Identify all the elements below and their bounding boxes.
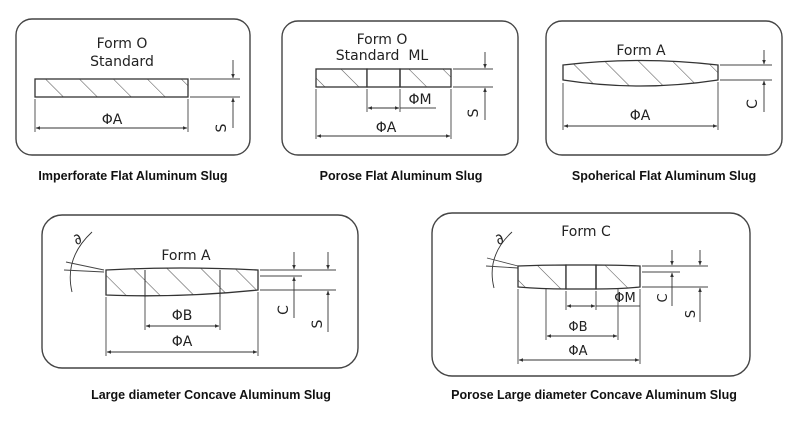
- panel-porose-large-diameter-concave: Form C ∂ ΦM ΦB ΦA C S: [431, 212, 751, 377]
- diameter-a-label: ΦA: [568, 344, 587, 359]
- panel-imperforate-flat: Form O Standard ΦA S: [15, 18, 251, 156]
- angle-leader: [485, 265, 519, 269]
- angle-arc: [69, 231, 93, 293]
- slug-section-right: [399, 68, 452, 88]
- form-title: Form A: [616, 43, 666, 59]
- panel-frame: [545, 20, 783, 156]
- form-title-line-1: Form O: [97, 36, 148, 52]
- camber-label: C: [656, 293, 671, 302]
- caption-imperforate-flat: Imperforate Flat Aluminum Slug: [38, 169, 228, 183]
- diameter-a-label: ΦA: [376, 120, 397, 136]
- camber-label: C: [276, 305, 292, 315]
- thickness-label: S: [310, 319, 326, 328]
- panel-porose-flat: Form O Standard ML ΦM ΦA S: [281, 20, 519, 156]
- center-hole: [565, 264, 597, 290]
- diameter-a-label: ΦA: [102, 112, 123, 128]
- panel-spherical-flat: Form A ΦA C: [545, 20, 783, 156]
- panel-frame: [431, 212, 751, 377]
- slug-cross-section: [105, 267, 259, 297]
- form-title-line-2: Standard ML: [336, 48, 429, 64]
- form-title-line-1: Form O: [357, 32, 408, 48]
- angle-leader: [63, 269, 105, 273]
- slug-section-right: [595, 264, 641, 290]
- form-title: Form A: [161, 248, 211, 264]
- panel-frame: [281, 20, 519, 156]
- diameter-a-label: ΦA: [630, 108, 651, 124]
- thickness-label: S: [214, 123, 230, 132]
- slug-cross-section: [34, 78, 189, 98]
- slug-section-left: [315, 68, 368, 88]
- angle-arc: [491, 231, 513, 289]
- diameter-m-label: ΦM: [614, 291, 635, 306]
- angle-leader: [65, 261, 105, 271]
- angle-label: ∂: [70, 229, 86, 249]
- caption-porose-large-diameter-concave: Porose Large diameter Concave Aluminum S…: [451, 388, 737, 402]
- form-title: Form C: [561, 224, 611, 240]
- caption-spherical-flat: Spoherical Flat Aluminum Slug: [571, 169, 757, 183]
- diameter-a-label: ΦA: [172, 334, 193, 350]
- diameter-b-label: ΦB: [568, 320, 587, 335]
- caption-porose-flat: Porose Flat Aluminum Slug: [319, 169, 483, 183]
- diameter-m-label: ΦM: [408, 92, 431, 108]
- camber-label: C: [745, 99, 761, 109]
- slug-cross-section: [562, 59, 719, 87]
- slug-section-left: [517, 264, 567, 290]
- thickness-label: S: [684, 310, 699, 318]
- center-hole: [366, 68, 401, 88]
- panel-frame: [41, 214, 359, 369]
- panel-frame: [15, 18, 251, 156]
- diameter-b-label: ΦB: [172, 308, 193, 324]
- caption-large-diameter-concave: Large diameter Concave Aluminum Slug: [91, 388, 331, 402]
- angle-leader: [486, 257, 519, 267]
- thickness-label: S: [466, 108, 482, 117]
- panel-large-diameter-concave: Form A ∂ ΦB ΦA C S: [41, 214, 359, 369]
- form-title-line-2: Standard: [90, 54, 154, 70]
